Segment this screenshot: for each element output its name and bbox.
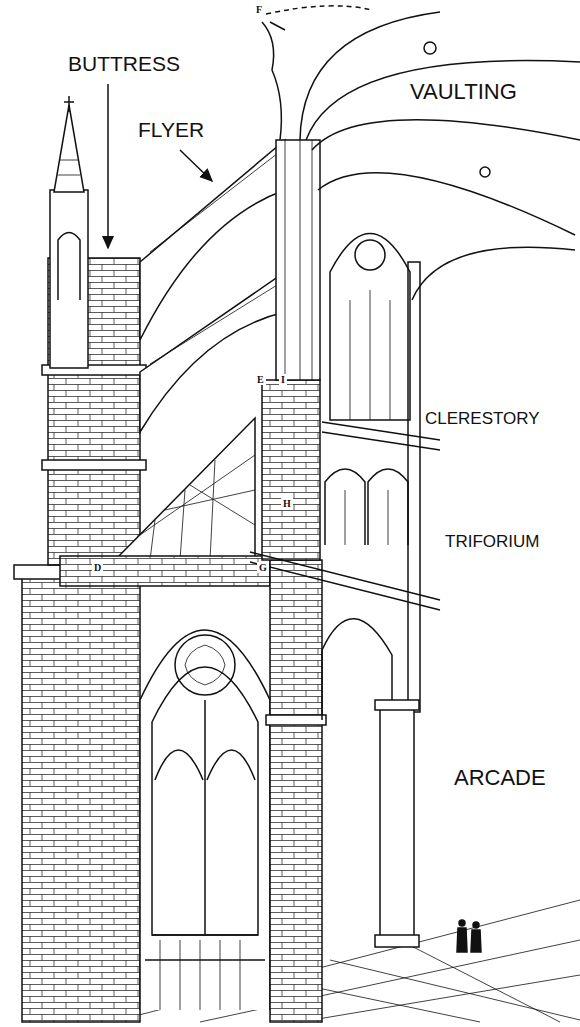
part-label: FLYER [136,118,206,141]
part-label: ARCADE [452,766,548,790]
callout-letter: I [279,374,287,385]
callout-letter: E [255,374,266,385]
callout-letter: D [92,562,103,573]
part-label: TRIFORIUM [443,533,541,552]
part-label: VAULTING [408,80,519,104]
callout-letter: H [281,498,293,509]
callout-letter: F [254,4,264,15]
part-label: BUTTRESS [66,52,182,75]
part-label: CLERESTORY [423,410,542,429]
callout-letter: G [257,562,269,573]
